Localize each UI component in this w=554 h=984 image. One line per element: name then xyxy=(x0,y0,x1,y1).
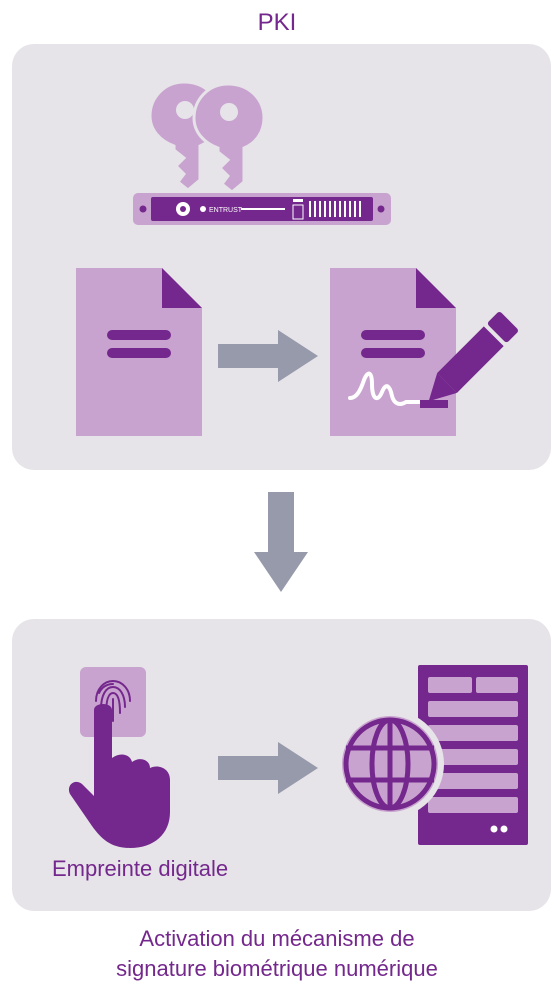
bottom-caption: Activation du mécanisme de signature bio… xyxy=(0,924,554,984)
bottom-caption-line-2: signature biométrique numérique xyxy=(116,956,438,981)
key-icon xyxy=(148,80,266,194)
pointing-hand-icon xyxy=(68,704,170,848)
arrow-right-icon xyxy=(218,742,318,794)
server-icon xyxy=(418,665,528,845)
pen-icon xyxy=(420,312,518,408)
document-icon xyxy=(76,268,202,436)
arrow-right-icon xyxy=(218,330,318,382)
arrow-down-icon xyxy=(254,492,308,592)
hsm-brand-label: ENTRUST xyxy=(209,207,243,214)
hsm-device-icon: ENTRUST xyxy=(133,193,391,225)
bottom-caption-line-1: Activation du mécanisme de xyxy=(139,926,415,951)
fingerprint-caption: Empreinte digitale xyxy=(52,856,229,881)
pki-title: PKI xyxy=(257,9,297,36)
signed-document-icon xyxy=(330,268,456,436)
globe-icon xyxy=(336,710,444,818)
